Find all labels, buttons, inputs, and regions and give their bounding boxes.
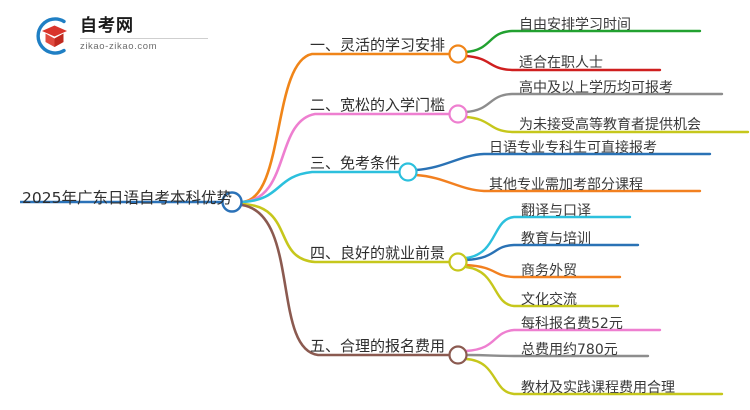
link-branch-1-child-2 (464, 54, 662, 72)
leaf-label-2-2[interactable]: 为未接受高等教育者提供机会 (519, 117, 701, 133)
leaf-label-1-1[interactable]: 自由安排学习时间 (519, 17, 631, 33)
link-branch-4-child-4 (464, 265, 620, 308)
leaf-label-2-1[interactable]: 高中及以上学历均可报考 (519, 80, 673, 96)
link-root-branch-4 (240, 202, 452, 264)
logo-title: 自考网 (80, 16, 134, 36)
link-branch-2-child-1 (464, 92, 724, 114)
leaf-label-3-2[interactable]: 其他专业需加考部分课程 (489, 177, 643, 193)
node-branch-1[interactable] (448, 44, 468, 64)
node-branch-3[interactable] (398, 162, 418, 182)
link-branch-4-child-3 (464, 263, 622, 279)
branch-label-2[interactable]: 二、宽松的入学门槛 (310, 96, 446, 114)
leaf-label-3-1[interactable]: 日语专业专科生可直接报考 (489, 140, 657, 156)
branch-label-4[interactable]: 四、良好的就业前景 (310, 244, 446, 262)
link-root-branch-2 (240, 112, 452, 204)
link-branch-3-child-2 (414, 173, 702, 193)
link-branch-1-child-1 (464, 29, 702, 54)
leaf-label-5-1[interactable]: 每科报名费52元 (521, 316, 623, 332)
branch-label-5[interactable]: 五、合理的报名费用 (310, 337, 446, 355)
link-root-branch-1 (240, 52, 452, 204)
node-root[interactable] (221, 191, 243, 213)
link-branch-5-child-1 (464, 328, 662, 353)
link-branch-2-child-2 (464, 115, 750, 134)
leaf-label-1-2[interactable]: 适合在职人士 (519, 55, 603, 71)
link-branch-4-child-1 (464, 215, 632, 260)
leaf-label-5-2[interactable]: 总费用约780元 (521, 342, 618, 358)
node-branch-4[interactable] (448, 252, 468, 272)
logo-text: 自考网 zikao-zikao.com (80, 16, 210, 53)
leaf-label-4-3[interactable]: 商务外贸 (521, 263, 577, 279)
link-branch-4-child-2 (464, 243, 640, 262)
link-branch-5-child-3 (464, 357, 724, 396)
logo-domain: zikao-zikao.com (80, 41, 158, 52)
link-root-branch-3 (240, 170, 402, 204)
leaf-label-4-1[interactable]: 翻译与口译 (521, 203, 591, 219)
root-node-label[interactable]: 2025年广东日语自考本科优势 (22, 189, 232, 207)
leaf-label-4-2[interactable]: 教育与培训 (521, 231, 591, 247)
link-root-branch-5 (240, 203, 452, 357)
graduation-cap-icon (36, 17, 67, 55)
branch-label-1[interactable]: 一、灵活的学习安排 (310, 36, 446, 54)
node-branch-2[interactable] (448, 104, 468, 124)
leaf-label-5-3[interactable]: 教材及实践课程费用合理 (521, 380, 675, 396)
site-logo: 自考网 zikao-zikao.com (28, 12, 213, 60)
link-branch-3-child-1 (414, 152, 712, 172)
leaf-label-4-4[interactable]: 文化交流 (521, 292, 577, 308)
node-branch-5[interactable] (448, 345, 468, 365)
branch-label-3[interactable]: 三、免考条件 (310, 154, 401, 172)
link-branch-5-child-2 (464, 353, 650, 358)
logo-divider (80, 38, 208, 39)
